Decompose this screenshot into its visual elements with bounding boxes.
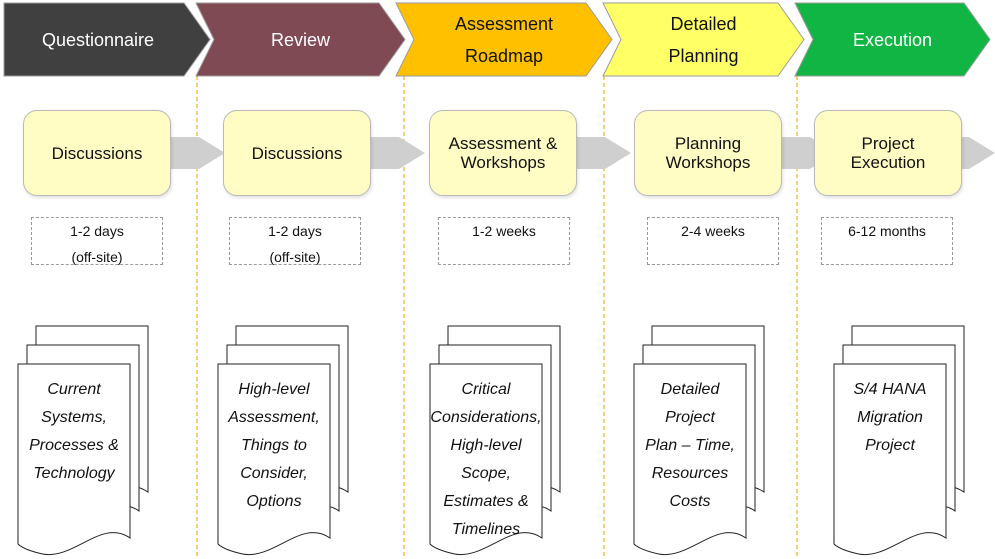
duration-box-3: 1-2 weeks xyxy=(438,217,570,265)
stage-chevron-1 xyxy=(3,2,211,77)
activity-box-4: Planning Workshops xyxy=(634,110,782,196)
deliverable-text-4: Detailed Project Plan – Time, Resources … xyxy=(645,381,735,510)
stage-chevron-2 xyxy=(195,2,406,77)
document-sheet-front-1 xyxy=(17,363,131,556)
document-sheet-front-3 xyxy=(429,363,543,556)
deliverable-text-1: Current Systems, Processes & Technology xyxy=(29,381,119,482)
duration-box-1: 1-2 days (off-site) xyxy=(31,217,163,265)
connector-arrow-3 xyxy=(569,137,631,169)
activity-box-2: Discussions xyxy=(223,110,371,196)
connector-arrow-1 xyxy=(163,137,225,169)
document-sheet-front-2 xyxy=(217,363,331,556)
duration-box-4: 2-4 weeks xyxy=(647,217,779,265)
activity-box-1: Discussions xyxy=(23,110,171,196)
stage-chevron-3 xyxy=(395,2,613,77)
document-sheet-front-5 xyxy=(833,363,947,556)
activity-box-5: Project Execution xyxy=(814,110,962,196)
deliverable-text-3: Critical Considerations, High-level Scop… xyxy=(430,381,542,538)
activity-box-3: Assessment & Workshops xyxy=(429,110,577,196)
document-sheet-front-4 xyxy=(633,363,747,556)
connector-arrow-5 xyxy=(954,137,995,169)
stage-chevron-5 xyxy=(794,2,991,77)
connector-arrow-2 xyxy=(363,137,425,169)
stage-chevron-4 xyxy=(602,2,805,77)
deliverable-text-5: S/4 HANA Migration Project xyxy=(853,381,927,454)
duration-box-2: 1-2 days (off-site) xyxy=(229,217,361,265)
duration-box-5: 6-12 months xyxy=(821,217,953,265)
deliverable-text-2: High-level Assessment, Things to Conside… xyxy=(228,381,320,510)
